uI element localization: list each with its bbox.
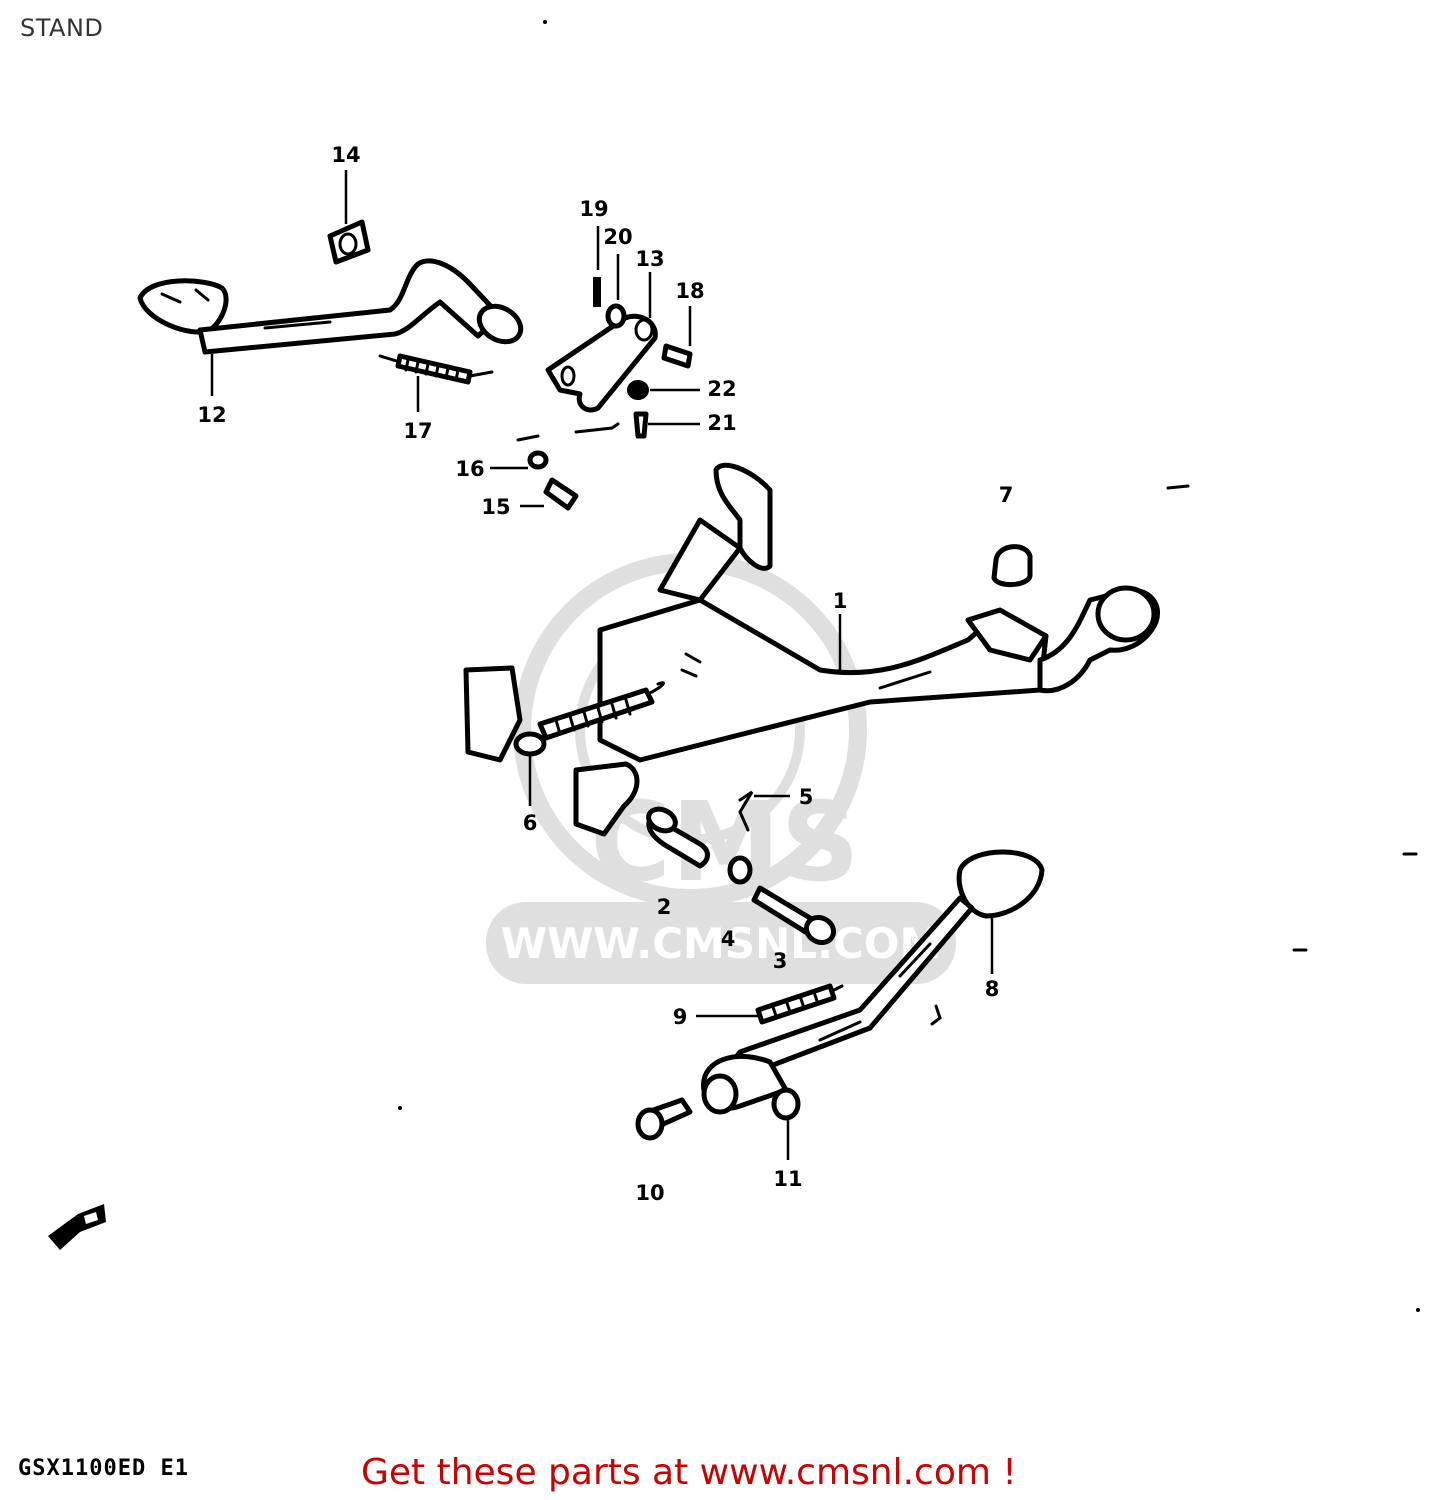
callout-13: 13 — [635, 247, 664, 271]
scan-artifacts — [398, 20, 1420, 1312]
page-title: STAND — [20, 14, 104, 42]
part-1-center-stand — [463, 462, 1160, 837]
callout-5: 5 — [799, 785, 814, 809]
callout-14: 14 — [331, 143, 360, 167]
callout-3: 3 — [773, 949, 788, 973]
cta-link[interactable]: Get these parts at www.cmsnl.com ! — [361, 1452, 1017, 1493]
watermark-url: WWW.CMSNL.COM — [501, 919, 942, 968]
watermark-brand: CMS — [590, 778, 859, 906]
part-11-nut — [771, 1087, 801, 1121]
part-5-clip — [738, 790, 754, 832]
part-14-cap — [327, 219, 371, 265]
part-4-washer — [727, 855, 753, 885]
callout-12: 12 — [197, 403, 226, 427]
callout-15: 15 — [481, 495, 510, 519]
model-code: GSX1100ED E1 — [18, 1456, 189, 1481]
part-12-brake-pedal — [137, 258, 524, 355]
callout-6: 6 — [523, 811, 538, 835]
callout-1: 1 — [833, 589, 848, 613]
part-13-lever — [545, 313, 658, 413]
part-22-nut — [627, 380, 649, 400]
callout-20: 20 — [603, 225, 632, 249]
callout-18: 18 — [675, 279, 704, 303]
callout-7: 7 — [999, 483, 1014, 507]
part-20-washer — [605, 303, 627, 329]
callout-22: 22 — [707, 377, 736, 401]
callout-16: 16 — [455, 457, 484, 481]
part-10-bolt — [635, 1097, 693, 1141]
callout-2: 2 — [657, 895, 672, 919]
callout-21: 21 — [707, 411, 736, 435]
part-16-nut — [527, 450, 549, 470]
leader-lines — [210, 170, 994, 1160]
callout-10: 10 — [635, 1181, 664, 1205]
part-9-spring — [755, 983, 844, 1025]
callout-8: 8 — [985, 977, 1000, 1001]
part-19-pin — [593, 277, 601, 307]
part-17-spring — [378, 353, 494, 385]
front-arrow-icon — [48, 1204, 106, 1250]
callout-19: 19 — [579, 197, 608, 221]
callout-labels: 14 12 17 19 20 13 18 22 21 16 15 7 1 6 5… — [197, 143, 1013, 1205]
part-15-bolt — [543, 477, 579, 511]
callout-17: 17 — [403, 419, 432, 443]
part-18-bolt — [661, 343, 693, 369]
part-2-bushing — [646, 806, 710, 869]
part-7-stopper — [991, 544, 1033, 587]
callout-9: 9 — [673, 1005, 688, 1029]
callout-4: 4 — [721, 927, 736, 951]
part-21-bolt — [633, 411, 649, 439]
part-3-bolt — [751, 885, 837, 946]
callout-11: 11 — [773, 1167, 802, 1191]
side-stand-pivot — [700, 1053, 789, 1115]
